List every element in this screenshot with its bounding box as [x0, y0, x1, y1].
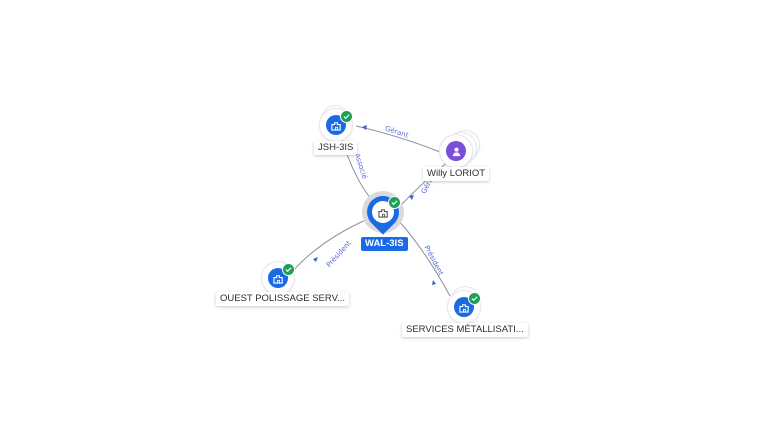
edge-willy-jsh-arrow [362, 125, 367, 130]
edge-wal-ouest [291, 217, 371, 273]
node-label-selected: WAL-3IS [361, 237, 408, 251]
edge-willy-wal [399, 161, 449, 207]
node-label: Willy LORIOT [423, 167, 490, 181]
edge-label-jsh-wal: Associé [353, 152, 369, 180]
edge-label-wal-ouest: Président [325, 239, 353, 269]
verified-check-icon [282, 263, 295, 276]
node-label: SERVICES MÉTALLISATI... [402, 323, 528, 337]
verified-check-icon [340, 110, 353, 123]
verified-check-icon [468, 292, 481, 305]
edge-wal-services-arrow [432, 280, 436, 285]
edge-wal-services [397, 219, 451, 297]
edge-wal-ouest-arrow [313, 257, 318, 262]
verified-check-icon [388, 196, 401, 209]
person-icon [446, 141, 466, 161]
edge-label-willy-jsh: Gérant [384, 125, 410, 140]
node-label: JSH-3IS [314, 141, 358, 155]
edge-willy-wal-arrow [409, 195, 414, 200]
node-label: OUEST POLISSAGE SERV... [216, 292, 349, 306]
edge-label-wal-services: Président [422, 244, 445, 277]
